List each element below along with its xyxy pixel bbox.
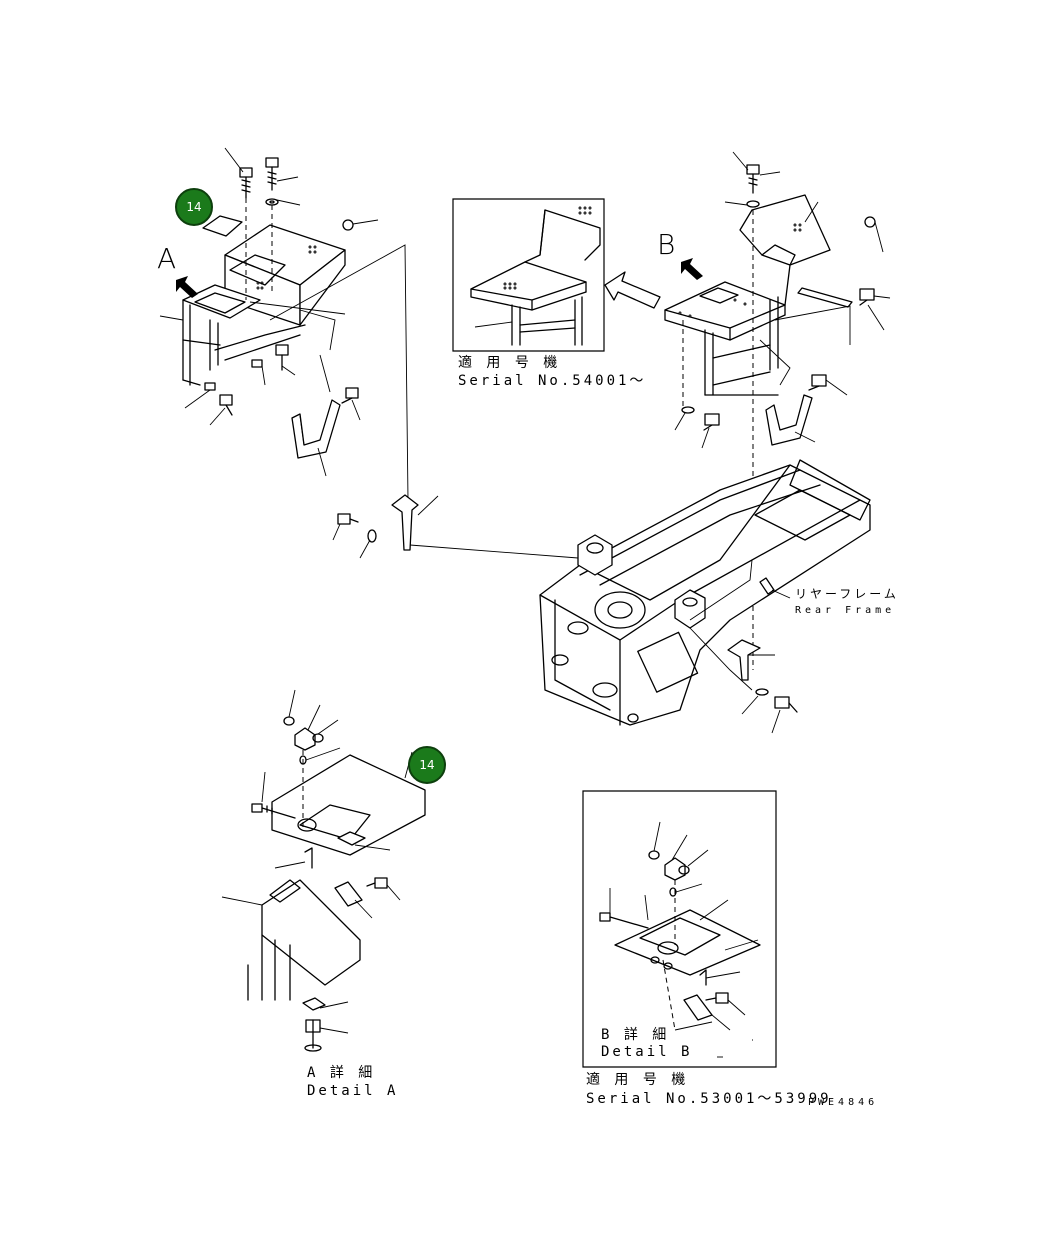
callout-badge-14-top[interactable]: 14	[175, 188, 213, 226]
step-assembly-right	[665, 152, 890, 670]
bottom-serial-label-en: Serial No.53001～53999	[586, 1091, 832, 1107]
bottom-serial-label-jp: 適 用 号 機	[586, 1072, 689, 1088]
inset-serial-label-jp: 適 用 号 機	[458, 355, 561, 371]
rear-frame	[333, 460, 870, 733]
view-marker-a: A	[157, 242, 177, 275]
inset-serial-54001	[453, 199, 604, 351]
rear-frame-label-en: Rear Frame	[795, 605, 896, 616]
detail-b-label-en: Detail B	[601, 1044, 693, 1060]
view-marker-b: B	[657, 228, 676, 261]
inset-serial-label-en: Serial No.54001～	[458, 373, 647, 389]
detail-a-drawing	[222, 690, 425, 1051]
detail-b-drawing	[583, 791, 776, 1067]
direction-arrow	[605, 272, 660, 308]
rear-frame-label-jp: リヤーフレーム	[795, 587, 899, 601]
detail-b-label-jp: B 詳 細	[601, 1027, 670, 1043]
drawing-code: PWE4846	[808, 1097, 879, 1108]
detail-a-label-jp: A 詳 細	[307, 1065, 376, 1081]
detail-a-label-en: Detail A	[307, 1083, 399, 1099]
step-assembly-left	[160, 148, 408, 500]
callout-badge-14-detail-a[interactable]: 14	[408, 746, 446, 784]
